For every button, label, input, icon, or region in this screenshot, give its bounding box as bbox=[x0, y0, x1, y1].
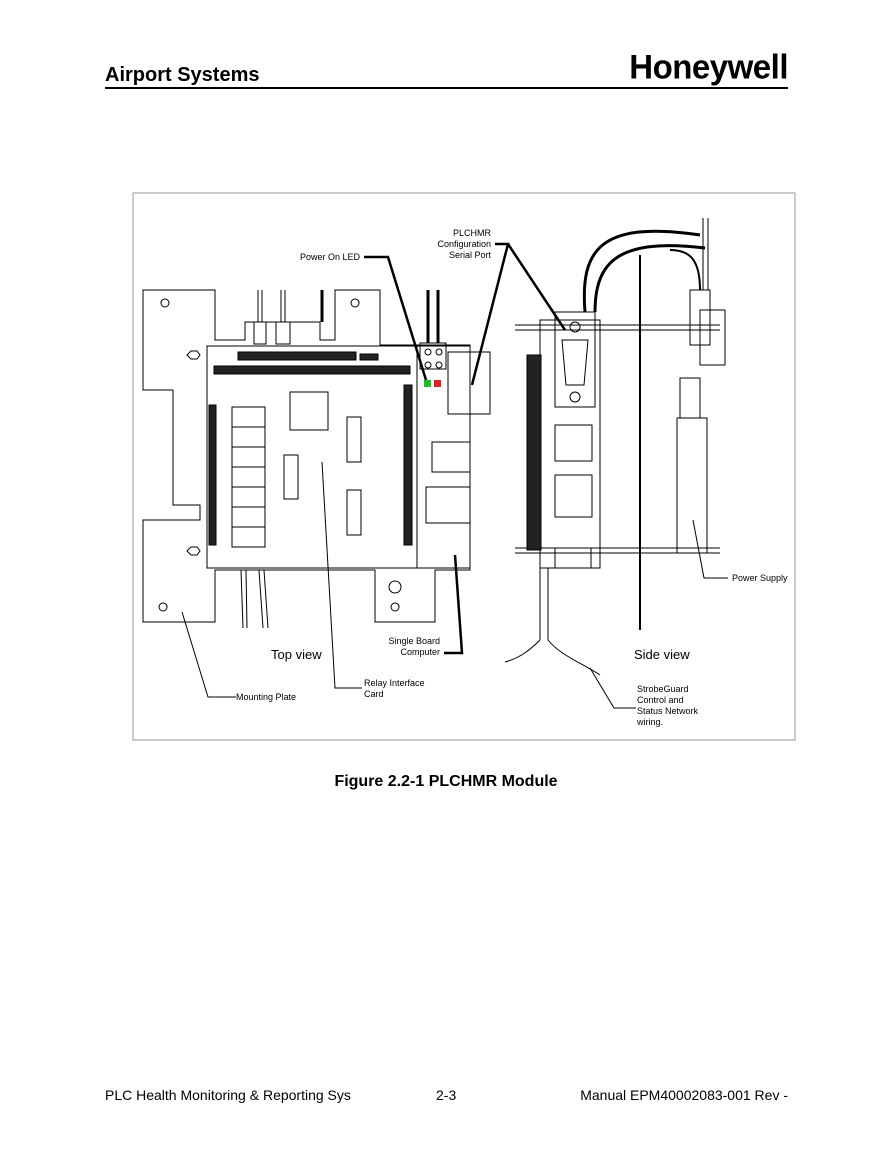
serial-port-side bbox=[554, 311, 596, 408]
label-power-supply: Power Supply bbox=[732, 573, 788, 583]
label-strobeguard-4: wiring. bbox=[636, 717, 663, 727]
header-title: Airport Systems bbox=[105, 64, 260, 86]
small-connector bbox=[359, 353, 379, 361]
label-relay-card-2: Card bbox=[364, 689, 384, 699]
honeywell-logo: Honeywell bbox=[629, 47, 788, 86]
power-on-led-red bbox=[434, 380, 441, 387]
connector-side bbox=[554, 547, 592, 569]
label-strobeguard-3: Status Network bbox=[637, 706, 699, 716]
power-supply-box bbox=[676, 417, 708, 554]
usb-port bbox=[431, 441, 471, 473]
callout-lines bbox=[364, 242, 567, 655]
side-board-stack bbox=[539, 319, 601, 569]
callout-serial-side bbox=[506, 243, 567, 331]
label-strobeguard-2: Control and bbox=[637, 695, 684, 705]
label-relay-card-1: Relay Interface bbox=[364, 678, 425, 688]
label-power-on-led: Power On LED bbox=[300, 252, 361, 262]
top-header-connector bbox=[237, 351, 357, 361]
relay-bank bbox=[231, 406, 266, 548]
chip bbox=[346, 416, 362, 463]
label-single-board-2: Computer bbox=[400, 647, 440, 657]
power-supply-plug bbox=[699, 309, 726, 366]
label-mounting-plate: Mounting Plate bbox=[236, 692, 296, 702]
top-view-drawing bbox=[142, 289, 491, 629]
serial-connector-top bbox=[447, 351, 491, 415]
mounting-hole bbox=[390, 602, 400, 612]
power-supply-bracket bbox=[679, 377, 701, 419]
side-view-drawing bbox=[504, 218, 726, 676]
callout-power-supply bbox=[692, 519, 728, 579]
mounting-hole bbox=[350, 298, 360, 308]
chip bbox=[289, 391, 329, 431]
left-side-connector bbox=[208, 404, 217, 546]
footer-doc-title: PLC Health Monitoring & Reporting Sys bbox=[105, 1087, 351, 1103]
power-on-led-green bbox=[424, 380, 431, 387]
label-side-view: Side view bbox=[634, 647, 690, 662]
cable-entry bbox=[275, 321, 291, 345]
callout-relay-card bbox=[321, 461, 362, 689]
mounting-plate-outline bbox=[142, 289, 471, 623]
mounting-hole bbox=[158, 602, 168, 612]
thin-callout-lines bbox=[181, 461, 728, 709]
callout-strobeguard bbox=[589, 667, 636, 709]
cable bbox=[582, 229, 701, 313]
right-side-connector bbox=[403, 384, 413, 546]
chip bbox=[283, 454, 299, 500]
footer-manual-number: Manual EPM40002083-001 Rev - bbox=[580, 1087, 788, 1103]
side-connector bbox=[526, 354, 542, 551]
callout-single-board bbox=[444, 554, 464, 655]
ethernet-side bbox=[554, 474, 593, 518]
relay-card-board bbox=[206, 345, 418, 569]
label-serial-port-3: Serial Port bbox=[449, 250, 492, 260]
hex-nut bbox=[186, 546, 201, 556]
mounting-hole bbox=[388, 580, 402, 594]
chip bbox=[346, 489, 362, 536]
header-rule bbox=[105, 87, 788, 89]
footer-page-number: 2-3 bbox=[436, 1087, 457, 1103]
ethernet-port bbox=[425, 486, 471, 524]
mounting-hole bbox=[160, 298, 170, 308]
label-serial-port-2: Configuration bbox=[437, 239, 491, 249]
callout-mounting-plate bbox=[181, 611, 236, 698]
label-strobeguard-1: StrobeGuard bbox=[637, 684, 689, 694]
label-top-view: Top view bbox=[271, 647, 322, 662]
label-single-board-1: Single Board bbox=[388, 636, 440, 646]
usb-side bbox=[554, 424, 593, 462]
figure-caption: Figure 2.2-1 PLCHMR Module bbox=[334, 773, 558, 790]
hex-nut bbox=[186, 350, 201, 360]
long-header-connector bbox=[213, 365, 411, 375]
db9-shell bbox=[561, 339, 589, 386]
terminal-block bbox=[419, 342, 447, 370]
figure-frame bbox=[132, 192, 796, 741]
label-serial-port-1: PLCHMR bbox=[453, 228, 492, 238]
cable-entry bbox=[253, 321, 267, 345]
callout-power-led bbox=[364, 255, 428, 381]
